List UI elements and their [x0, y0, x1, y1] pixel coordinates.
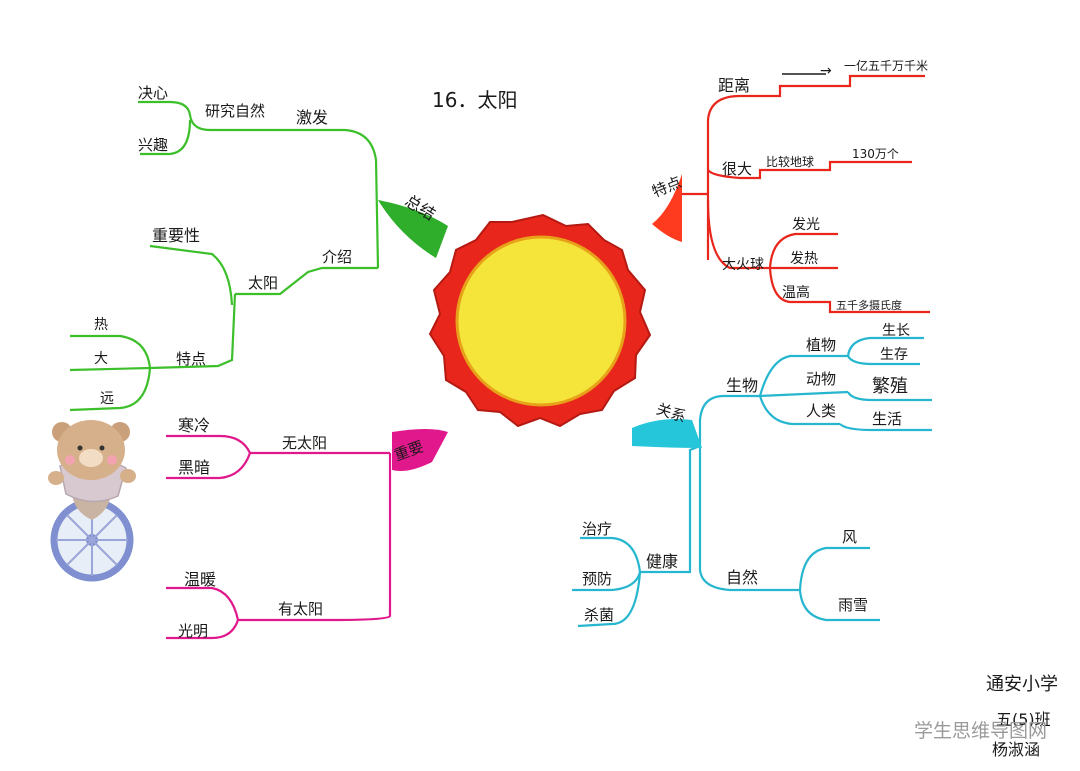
green-branch-lines — [69, 100, 380, 412]
high-temp-label: 温高 — [782, 285, 810, 301]
living-label: 生活 — [872, 410, 903, 428]
grow-label: 生长 — [882, 323, 910, 339]
survive-label: 生存 — [880, 347, 908, 363]
pink-importance-flag — [392, 429, 448, 471]
warm-label: 温暖 — [184, 570, 217, 589]
health-label: 健康 — [646, 552, 679, 571]
far-label: 远 — [100, 391, 114, 407]
wind-label: 风 — [842, 528, 858, 546]
importance-sub-label: 重要性 — [152, 226, 201, 245]
treat-label: 治疗 — [582, 520, 613, 538]
humans-label: 人类 — [806, 402, 837, 420]
glow-label: 发光 — [792, 217, 820, 233]
red-branch-lines — [678, 74, 930, 314]
page-title: 16．太阳 — [432, 88, 518, 112]
sterilize-label: 杀菌 — [584, 606, 615, 624]
sun-disc — [455, 235, 627, 407]
nature-label: 自然 — [726, 568, 759, 587]
rain-snow-label: 雨雪 — [838, 596, 869, 614]
dark-label: 黑暗 — [178, 458, 211, 477]
inspire-label: 激发 — [296, 108, 329, 127]
school-name: 通安小学 — [986, 674, 1058, 695]
compare-earth-label: 比较地球 — [766, 155, 815, 169]
cold-label: 寒冷 — [178, 416, 211, 435]
bear-illustration — [48, 420, 136, 582]
hot-label: 热 — [94, 317, 108, 333]
student-name: 杨淑涵 — [992, 740, 1041, 759]
big-label: 大 — [94, 351, 108, 367]
breed-label: 繁殖 — [872, 376, 908, 397]
intro-features-label: 特点 — [176, 350, 207, 368]
distance-value: 一亿五千万千米 — [844, 59, 929, 73]
very-big-label: 很大 — [722, 160, 753, 178]
bright-label: 光明 — [178, 622, 209, 640]
intro-label: 介绍 — [322, 248, 353, 266]
watermark-text: 学生思维导图网 — [914, 720, 1048, 742]
prevent-label: 预防 — [582, 570, 613, 588]
class-name: 五(5)班 — [996, 710, 1051, 729]
cyan-branch-lines — [572, 336, 932, 628]
fireball-label: 大火球 — [722, 257, 764, 273]
temperature-value: 五千多摄氏度 — [836, 299, 902, 312]
green-summary-flag — [378, 200, 448, 258]
determination-label: 决心 — [138, 84, 169, 102]
red-traits-flag — [652, 174, 682, 242]
animals-label: 动物 — [806, 370, 837, 388]
distance-arrow: → — [820, 63, 832, 79]
interest-label: 兴趣 — [138, 136, 169, 154]
distance-label: 距离 — [718, 76, 751, 95]
with-sun-label: 有太阳 — [278, 600, 324, 618]
without-sun-label: 无太阳 — [282, 434, 328, 452]
earth-count-value: 130万个 — [852, 147, 899, 161]
cyan-relation-flag — [632, 419, 702, 448]
research-nature-label: 研究自然 — [205, 102, 266, 120]
sun-drawing — [428, 213, 652, 428]
heat-label: 发热 — [790, 251, 818, 267]
intro-sun-label: 太阳 — [248, 274, 279, 292]
life-label: 生物 — [726, 376, 759, 395]
pink-branch-lines — [166, 434, 392, 640]
plants-label: 植物 — [806, 336, 837, 354]
